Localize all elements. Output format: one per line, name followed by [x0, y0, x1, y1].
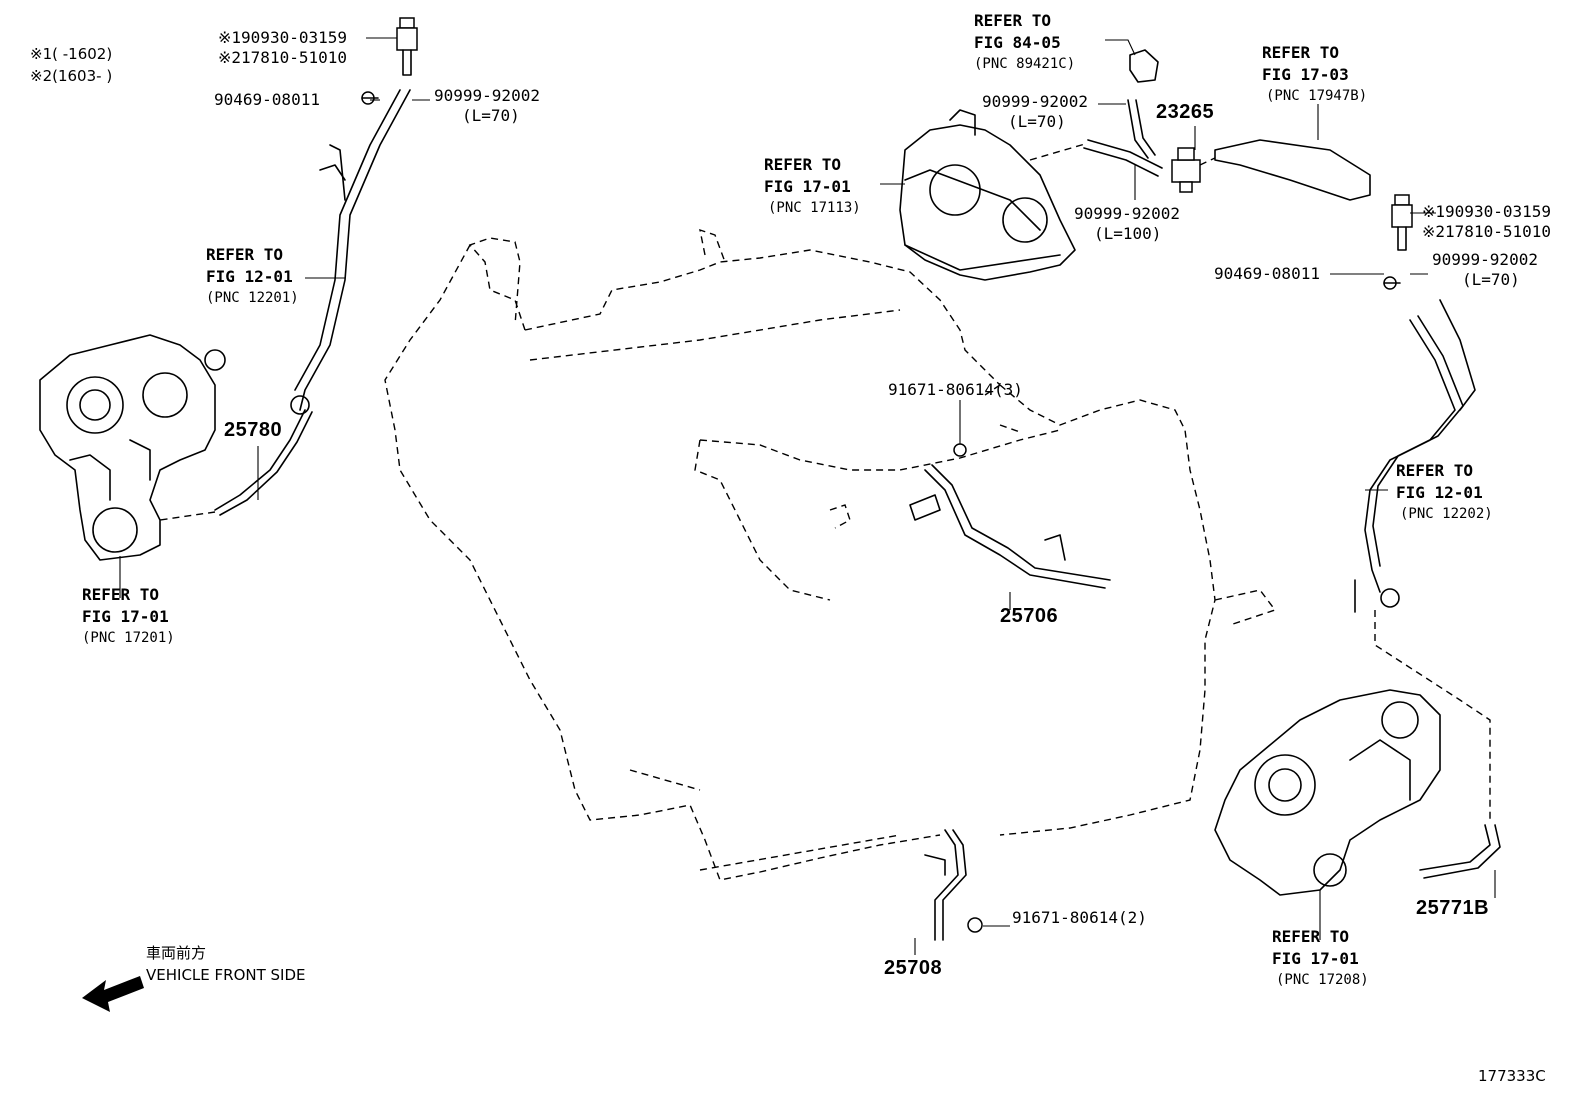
right-hose-clamp [1383, 276, 1401, 290]
part-25780: 25780 [224, 419, 283, 441]
top-ref-intake-line-3: (PNC 17113) [768, 200, 861, 216]
top-hose2-pn: 90999-92002 [1074, 204, 1180, 223]
part-25708: 25708 [884, 957, 943, 979]
left-ref-turbo-line-1: REFER TO [82, 585, 160, 604]
top-hoses [1029, 99, 1163, 177]
top-hose-pn: 90999-92002 [982, 92, 1088, 111]
top-ref-sensor-line-1: REFER TO [974, 11, 1052, 30]
left-sensor-pn-1: ※190930-03159 [218, 28, 347, 47]
left-hose-clamp [361, 91, 379, 105]
left-sensor-pn-2: ※217810-51010 [218, 48, 347, 67]
vsv-valve [1171, 147, 1201, 193]
right-ref-pipe-line-1: REFER TO [1396, 461, 1474, 480]
top-ref-intake-line-2: FIG 17-01 [764, 177, 851, 196]
left-hose-pn: 90999-92002 [434, 86, 540, 105]
left-ref-turbo-line-2: FIG 17-01 [82, 607, 169, 626]
left-clamp-pn: 90469-08011 [214, 90, 320, 109]
top-connector-sensor [1129, 49, 1159, 83]
left-ref-pipe-line-3: (PNC 12201) [206, 290, 299, 306]
note-1: ※1( -1602) [30, 45, 113, 63]
right-clamp-pn: 90469-08011 [1214, 264, 1320, 283]
leader-lines [119, 37, 1496, 955]
top-ref-sensor-line-2: FIG 84-05 [974, 33, 1061, 52]
right-sensor-pn-1: ※190930-03159 [1422, 202, 1551, 221]
top-ref-bracket-line-3: (PNC 17947B) [1266, 88, 1368, 104]
right-ref-turbo-line-1: REFER TO [1272, 927, 1350, 946]
left-oil-pressure-sensor [396, 17, 418, 76]
left-ref-pipe-line-1: REFER TO [206, 245, 284, 264]
top-ref-bracket-line-1: REFER TO [1262, 43, 1340, 62]
part-25771b: 25771B [1416, 897, 1490, 919]
figure-id: 177333C [1478, 1067, 1546, 1085]
top-ref-bracket-line-2: FIG 17-03 [1262, 65, 1349, 84]
right-ref-turbo-line-2: FIG 17-01 [1272, 949, 1359, 968]
right-turbocharger [1214, 689, 1441, 896]
right-ref-turbo-line-3: (PNC 17208) [1276, 972, 1369, 988]
right-hose-25771b [1419, 824, 1501, 879]
arrow-left-icon [82, 976, 144, 1012]
right-sensor-pn-2: ※217810-51010 [1422, 222, 1551, 241]
right-hose-len: (L=70) [1462, 270, 1520, 289]
direction-en: VEHICLE FRONT SIDE [146, 966, 306, 984]
intake-assembly [899, 109, 1076, 281]
bolt-pn-upper: 91671-80614(3) [888, 380, 1023, 399]
top-ref-sensor-line-3: (PNC 89421C) [974, 56, 1076, 72]
top-hose2-len: (L=100) [1094, 224, 1162, 243]
left-ref-pipe-line-2: FIG 12-01 [206, 267, 293, 286]
left-hose-len: (L=70) [462, 106, 520, 125]
top-hose-len: (L=70) [1008, 112, 1066, 131]
left-turbocharger [39, 334, 226, 561]
left-ref-turbo-line-3: (PNC 17201) [82, 630, 175, 646]
note-2: ※2(1603- ) [30, 67, 113, 85]
left-oil-pipe [159, 89, 411, 521]
direction-jp: 車両前方 [146, 944, 207, 962]
vsv-bracket [1199, 139, 1371, 201]
bolt-pn-lower: 91671-80614(2) [1012, 908, 1147, 927]
engine-outline [384, 228, 1277, 881]
center-pipe-25706 [909, 424, 1111, 589]
top-ref-intake-line-1: REFER TO [764, 155, 842, 174]
right-hose-pn: 90999-92002 [1432, 250, 1538, 269]
part-23265: 23265 [1156, 101, 1215, 123]
right-ref-pipe-line-2: FIG 12-01 [1396, 483, 1483, 502]
center-pipe-25708 [699, 829, 983, 941]
part-25706: 25706 [1000, 605, 1059, 627]
right-oil-pressure-sensor [1391, 194, 1413, 251]
right-oil-pipe [1354, 299, 1491, 820]
right-ref-pipe-line-3: (PNC 12202) [1400, 506, 1493, 522]
